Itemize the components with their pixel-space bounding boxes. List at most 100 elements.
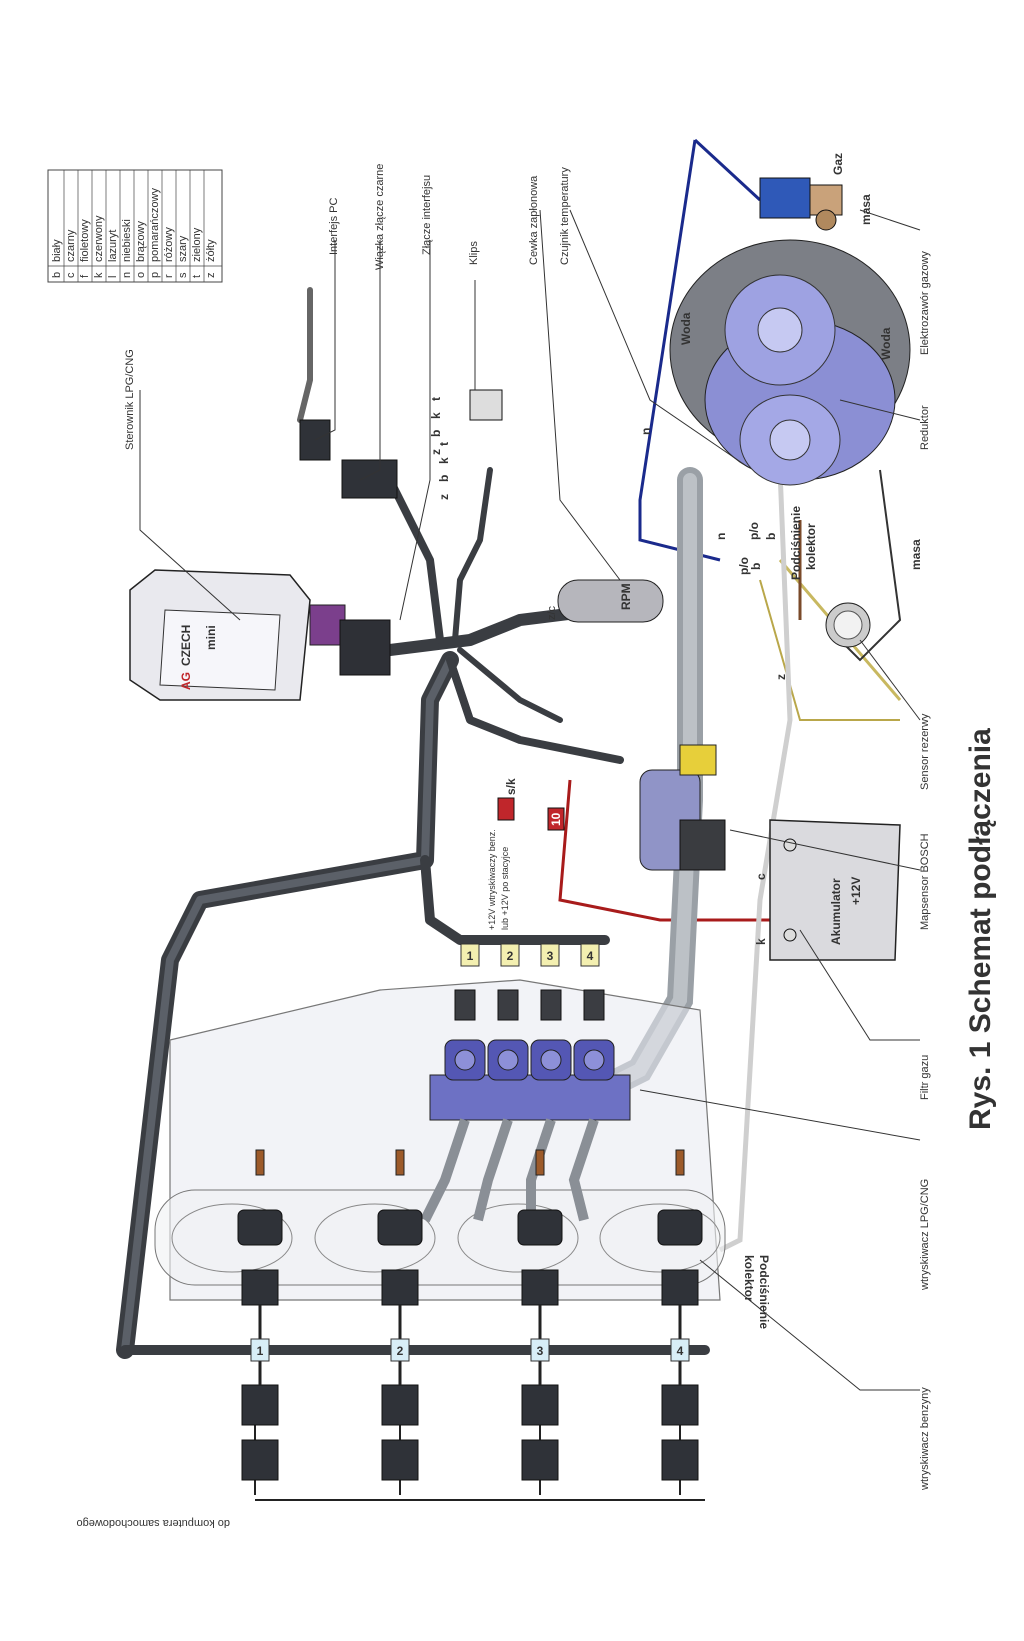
svg-text:Akumulator: Akumulator	[829, 878, 843, 945]
label-mapsensor: Mapsensor BOSCH	[919, 833, 931, 930]
legend-code: b	[51, 272, 63, 278]
svg-text:Woda: Woda	[879, 327, 893, 360]
label-akumulator: Akumulator	[829, 878, 843, 945]
legend-name: fioletowy	[79, 219, 91, 262]
svg-text:p/o: p/o	[737, 557, 751, 575]
svg-text:Mapsensor BOSCH: Mapsensor BOSCH	[919, 833, 931, 930]
map-sensor	[639, 744, 726, 871]
main-harness	[116, 287, 710, 1359]
legend-row-b: b biały	[51, 239, 63, 278]
number-tag: 1	[250, 1338, 270, 1362]
klips-unit	[469, 389, 503, 421]
svg-text:Elektrozawór gazowy: Elektrozawór gazowy	[919, 251, 931, 355]
svg-text:masa: masa	[909, 539, 923, 570]
ecu-brand: AG CZECH	[179, 625, 193, 690]
legend-name: żółty	[205, 239, 217, 262]
number-tag-text: 3	[537, 1344, 544, 1358]
label-cewka: Cewka zapłonowa	[528, 175, 540, 265]
label-kolektor-top: kolektor	[804, 523, 818, 570]
label-rpm: RPM	[619, 583, 633, 610]
petrol-injector	[657, 1149, 703, 1481]
svg-text:10: 10	[549, 812, 563, 826]
label-czujnik-temp: Czujnik temperatury	[559, 167, 571, 265]
klips-wire-letter: t	[437, 442, 451, 446]
number-tag-text: 3	[547, 949, 554, 963]
label-kolektor-bottom: kolektor	[742, 1255, 756, 1302]
svg-text:s/k: s/k	[504, 778, 518, 795]
svg-text:Rys. 1 Schemat podłączenia: Rys. 1 Schemat podłączenia	[964, 728, 997, 1130]
svg-text:b: b	[764, 533, 778, 540]
label-zlacze-interfejsu: Złącze interfejsu	[421, 175, 433, 255]
number-tag-text: 2	[507, 949, 514, 963]
legend-row-t: t zielony	[189, 170, 203, 282]
legend-name: biały	[51, 239, 63, 262]
ignition-coil	[557, 579, 664, 623]
label-wiazka: Wiązka złącze czarne	[374, 164, 386, 270]
svg-text:Sensor rezerwy: Sensor rezerwy	[919, 713, 931, 790]
label-reduktor: Reduktor	[919, 405, 931, 450]
label-sensor: Sensor rezerwy	[919, 713, 931, 790]
svg-text:Interfejs PC: Interfejs PC	[328, 197, 340, 255]
klips-wire-letter: k	[429, 412, 443, 419]
svg-text:Podciśnienie: Podciśnienie	[789, 506, 803, 580]
svg-text:RPM: RPM	[619, 583, 633, 610]
svg-text:Gaz: Gaz	[831, 153, 845, 175]
klips-wire-letter: z	[429, 449, 443, 455]
label-wire-po-2: p/o	[747, 522, 761, 540]
svg-text:k: k	[754, 938, 768, 945]
legend-code: o	[135, 272, 147, 278]
lpg-injector	[568, 989, 615, 1222]
svg-text:z: z	[774, 674, 788, 680]
label-wire-po-1: p/o	[737, 557, 751, 575]
number-tag: 2	[500, 943, 520, 967]
label-sterownik: Sterownik LPG/CNG	[124, 349, 136, 450]
number-tag: 2	[390, 1338, 410, 1362]
number-tag: 4	[580, 943, 600, 967]
label-filtr: Filtr gazu	[919, 1055, 931, 1100]
legend-code: l	[107, 276, 119, 278]
klips-wire-letter: t	[429, 397, 443, 401]
interface-connector	[299, 419, 398, 499]
label-wtrysk-note-2: lub +12V po stacyjce	[500, 847, 510, 930]
svg-text:c: c	[754, 873, 768, 880]
label-interfejs-pc: Interfejs PC	[328, 197, 340, 255]
legend-name: zielony	[191, 227, 203, 262]
svg-text:masa: masa	[859, 194, 873, 225]
gas-solenoid-valve	[759, 177, 843, 231]
legend-code: t	[191, 275, 203, 278]
label-klips: Klips	[468, 241, 480, 265]
legend-row-o: o brązowy	[133, 170, 147, 282]
label-wtrysk-note-1: +12V wtryskiwaczy benz.	[487, 829, 497, 930]
svg-text:Podciśnienie: Podciśnienie	[757, 1255, 771, 1329]
lpg-ecu	[129, 569, 391, 701]
svg-text:Czujnik temperatury: Czujnik temperatury	[559, 167, 571, 265]
label-podcisnienie-bottom: Podciśnienie	[757, 1255, 771, 1329]
number-tag-text: 4	[587, 949, 594, 963]
label-fuse-10: 10	[549, 812, 563, 826]
legend-name: niebieski	[121, 219, 133, 262]
svg-text:kolektor: kolektor	[804, 523, 818, 570]
reserve-sensor	[825, 602, 871, 648]
label-wtryskiwacz-benz: wtryskiwacz benzyny	[919, 1387, 931, 1491]
svg-text:+12V: +12V	[849, 877, 863, 905]
leader-lines	[139, 209, 921, 1391]
svg-text:wtryskiwacz benzyny: wtryskiwacz benzyny	[919, 1387, 931, 1491]
legend-name: brązowy	[135, 221, 147, 262]
svg-text:wtryskiwacz LPG/CNG: wtryskiwacz LPG/CNG	[919, 1179, 931, 1291]
label-wire-z: z	[774, 674, 788, 680]
label-woda-left: Woda	[679, 312, 693, 345]
diagram-title: Rys. 1 Schemat podłączenia	[964, 728, 997, 1130]
svg-text:p/o: p/o	[747, 522, 761, 540]
label-wire-b-1: b	[749, 563, 763, 570]
number-tag-text: 1	[257, 1344, 264, 1358]
legend-name: czerwony	[93, 215, 105, 262]
legend-code: p	[149, 272, 161, 278]
